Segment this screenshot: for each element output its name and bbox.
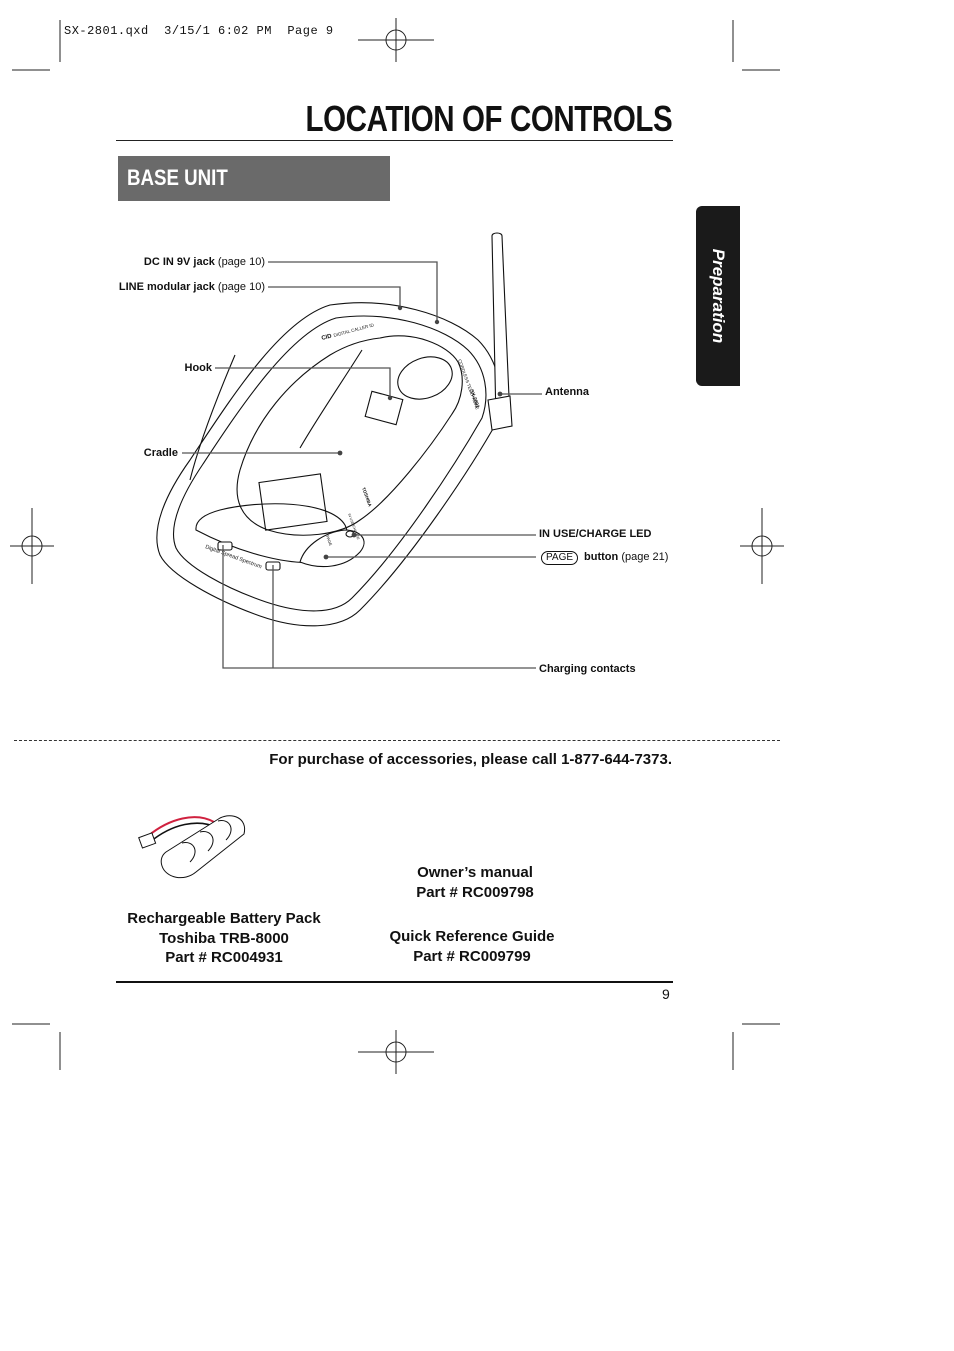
battery-line-2: Toshiba TRB-8000 bbox=[159, 929, 289, 947]
accessories-phone-line: For purchase of accessories, please call… bbox=[269, 751, 672, 768]
callout-page-button-label: button bbox=[584, 551, 619, 563]
manual-line-2: Part # RC009798 bbox=[416, 883, 534, 901]
callout-antenna-label: Antenna bbox=[545, 386, 589, 398]
battery-pack-info: Rechargeable Battery Pack Toshiba TRB-80… bbox=[124, 909, 324, 968]
callout-charging-contacts-label: Charging contacts bbox=[539, 663, 636, 675]
callout-charging-contacts: Charging contacts bbox=[539, 663, 636, 675]
page-number: 9 bbox=[662, 986, 670, 1002]
section-title: BASE UNIT bbox=[127, 165, 228, 190]
quick-guide-info: Quick Reference Guide Part # RC009799 bbox=[372, 927, 572, 966]
callout-dc-in-jack: DC IN 9V jack (page 10) bbox=[144, 256, 265, 268]
page-button-badge: PAGE bbox=[541, 551, 579, 565]
battery-line-3: Part # RC004931 bbox=[165, 949, 283, 966]
callout-dc-in-label: DC IN 9V jack bbox=[143, 256, 215, 268]
callout-hook: Hook bbox=[185, 362, 213, 374]
section-header-box: BASE UNIT bbox=[118, 156, 390, 201]
callout-page-button: PAGE button (page 21) bbox=[541, 551, 668, 565]
callout-cradle: Cradle bbox=[144, 447, 178, 459]
page-title: LOCATION OF CONTROLS bbox=[305, 98, 672, 139]
manual-line-1: Owner’s manual bbox=[417, 864, 533, 881]
battery-pack-icon bbox=[138, 815, 246, 879]
callout-hook-label: Hook bbox=[184, 362, 213, 374]
battery-line-1: Rechargeable Battery Pack bbox=[127, 910, 321, 927]
callout-antenna: Antenna bbox=[545, 386, 589, 398]
quick-guide-line-2: Part # RC009799 bbox=[413, 947, 531, 965]
marking-brand: TOSHIBA bbox=[361, 487, 373, 508]
callout-dc-in-ref: (page 10) bbox=[217, 256, 265, 268]
dashed-separator bbox=[14, 740, 780, 741]
quick-guide-line-1: Quick Reference Guide bbox=[389, 928, 555, 945]
base-unit-body bbox=[156, 302, 502, 627]
antenna-icon bbox=[487, 232, 513, 431]
registration-marks bbox=[10, 18, 784, 1074]
leader-lines bbox=[182, 261, 542, 669]
callout-in-use-led: IN USE/CHARGE LED bbox=[539, 528, 651, 540]
owners-manual-info: Owner’s manual Part # RC009798 bbox=[375, 863, 575, 902]
callout-page-button-ref: (page 21) bbox=[621, 551, 669, 563]
marking-page: PAGE bbox=[325, 535, 334, 547]
title-rule bbox=[116, 140, 673, 141]
side-tab: Preparation bbox=[696, 206, 740, 386]
callout-in-use-led-label: IN USE/CHARGE LED bbox=[539, 528, 652, 540]
marking-cid-logo: CID bbox=[321, 333, 333, 342]
callout-line-jack-ref: (page 10) bbox=[217, 281, 265, 293]
callout-line-jack: LINE modular jack (page 10) bbox=[119, 281, 265, 293]
callout-cradle-label: Cradle bbox=[143, 447, 178, 459]
leader-dots bbox=[323, 305, 503, 560]
callout-line-jack-label: LINE modular jack bbox=[118, 281, 215, 293]
file-header: SX-2801.qxd 3/15/1 6:02 PM Page 9 bbox=[64, 24, 334, 38]
footer-rule bbox=[116, 981, 673, 983]
